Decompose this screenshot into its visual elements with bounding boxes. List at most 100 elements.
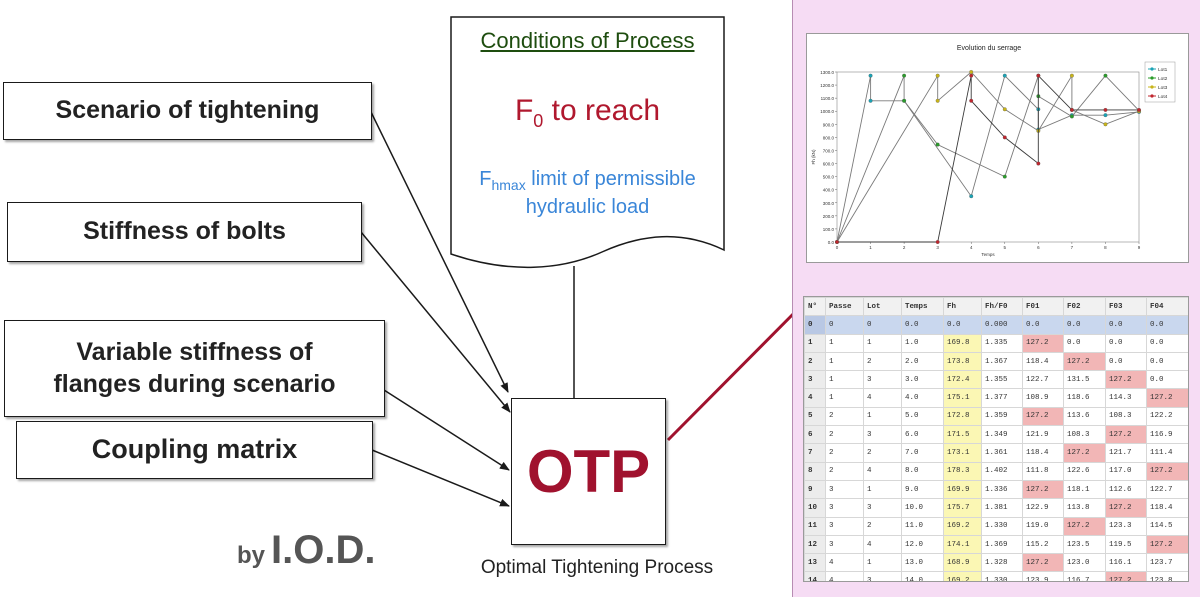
table-cell: 3.0 bbox=[901, 370, 944, 390]
table-header-cell: Fh/F0 bbox=[981, 297, 1023, 317]
table-cell: 123.5 bbox=[1063, 534, 1106, 555]
otp-box: OTP bbox=[511, 398, 666, 545]
table-header-cell: F01 bbox=[1022, 297, 1064, 317]
otp-caption: Optimal Tightening Process bbox=[480, 557, 714, 578]
table-cell: 122.7 bbox=[1022, 370, 1064, 390]
y-tick-label: 400.0 bbox=[823, 188, 835, 193]
table-cell: 111.4 bbox=[1146, 443, 1188, 463]
table-cell: 169.8 bbox=[943, 333, 982, 353]
table-cell: 122.6 bbox=[1063, 461, 1106, 481]
table-cell: 13.0 bbox=[901, 553, 944, 573]
table-cell: 123.3 bbox=[1105, 516, 1147, 536]
table-cell: 10.0 bbox=[901, 498, 944, 518]
table-cell: 127.2 bbox=[1063, 443, 1106, 463]
table-cell: 108.3 bbox=[1063, 425, 1106, 445]
table-cell: 108.9 bbox=[1022, 388, 1064, 408]
table-cell: 127.2 bbox=[1105, 571, 1147, 581]
table-cell: 2 bbox=[804, 351, 826, 372]
x-tick-label: 7 bbox=[1071, 245, 1074, 250]
table-cell: 123.8 bbox=[1146, 571, 1188, 581]
table-cell: 119.5 bbox=[1105, 534, 1147, 555]
y-tick-label: 700.0 bbox=[823, 148, 835, 153]
y-tick-label: 100.0 bbox=[823, 227, 835, 232]
table-cell: 178.3 bbox=[943, 461, 982, 481]
table-cell: 3 bbox=[863, 370, 902, 390]
table-cell: 114.5 bbox=[1146, 516, 1188, 536]
data-point-lot4 bbox=[969, 98, 974, 103]
data-point-lot4 bbox=[935, 240, 940, 244]
table-cell: 1.369 bbox=[981, 534, 1023, 555]
table-header-cell: F02 bbox=[1063, 297, 1106, 317]
arrow-coupling-to-otp bbox=[371, 449, 510, 507]
data-point-lot3 bbox=[969, 70, 974, 74]
table-cell: 0.0 bbox=[1146, 315, 1188, 335]
table-cell: 172.8 bbox=[943, 406, 982, 427]
table-cell: 131.5 bbox=[1063, 370, 1106, 390]
table-cell: 121.9 bbox=[1022, 425, 1064, 445]
stiffness-bolts-label: Stiffness of bolts bbox=[83, 217, 286, 246]
y-tick-label: 300.0 bbox=[823, 201, 835, 206]
table-cell: 2 bbox=[825, 443, 864, 463]
table-cell: 0.0 bbox=[1063, 333, 1106, 353]
table-cell: 127.2 bbox=[1022, 553, 1064, 573]
table-cell: 122.9 bbox=[1022, 498, 1064, 518]
table-cell: 175.7 bbox=[943, 498, 982, 518]
table-cell: 1.367 bbox=[981, 351, 1023, 372]
conditions-title: Conditions of Process bbox=[480, 28, 695, 53]
table-cell: 123.7 bbox=[1146, 553, 1188, 573]
legend-label: Lot1 bbox=[1158, 67, 1168, 73]
table-cell: 4 bbox=[825, 571, 864, 581]
x-tick-label: 3 bbox=[936, 245, 939, 250]
table-cell: 1.335 bbox=[981, 333, 1023, 353]
table-cell: 1.402 bbox=[981, 461, 1023, 481]
table-cell: 2 bbox=[825, 425, 864, 445]
table-cell: 127.2 bbox=[1105, 425, 1147, 445]
data-point-lot2 bbox=[902, 98, 907, 103]
data-point-lot1 bbox=[1103, 113, 1108, 118]
table-cell: 127.2 bbox=[1022, 406, 1064, 427]
table-cell: 0.0 bbox=[1063, 315, 1106, 335]
data-point-lot4 bbox=[1103, 107, 1108, 112]
table-cell: 115.2 bbox=[1022, 534, 1064, 555]
table-cell: 11 bbox=[804, 516, 826, 536]
table-cell: 5.0 bbox=[901, 406, 944, 427]
data-point-lot4 bbox=[1036, 161, 1041, 166]
table-cell: 9.0 bbox=[901, 479, 944, 500]
table-cell: 127.2 bbox=[1063, 351, 1106, 372]
table-header-cell: Passe bbox=[825, 297, 864, 317]
table-cell: 7.0 bbox=[901, 443, 944, 463]
data-point-lot3 bbox=[935, 98, 940, 103]
table-cell: 3 bbox=[863, 498, 902, 518]
table-cell: 127.2 bbox=[1022, 479, 1064, 500]
table-cell: 1 bbox=[804, 333, 826, 353]
table-cell: 3 bbox=[825, 479, 864, 500]
table-cell: 12 bbox=[804, 534, 826, 555]
table-cell: 118.6 bbox=[1063, 388, 1106, 408]
table-cell: 4 bbox=[863, 461, 902, 481]
y-tick-label: 800.0 bbox=[823, 135, 835, 140]
data-point-lot3 bbox=[935, 73, 940, 78]
table-cell: 4.0 bbox=[901, 388, 944, 408]
data-point-lot2 bbox=[1069, 114, 1074, 119]
data-point-lot2 bbox=[902, 73, 907, 78]
table-cell: 3 bbox=[863, 425, 902, 445]
table-cell: 0.0 bbox=[1105, 315, 1147, 335]
data-point-lot1 bbox=[969, 194, 974, 199]
table-cell: 1 bbox=[863, 553, 902, 573]
y-tick-label: 0.0 bbox=[828, 240, 835, 245]
x-tick-label: 6 bbox=[1037, 245, 1040, 250]
y-tick-label: 500.0 bbox=[823, 175, 835, 180]
variable-stiffness-flanges-box: Variable stiffness of flanges during sce… bbox=[4, 320, 385, 417]
data-point-lot4 bbox=[1069, 107, 1074, 112]
chart-title: Evolution du serrage bbox=[957, 45, 1021, 52]
table-cell: 2 bbox=[863, 516, 902, 536]
table-cell: 127.2 bbox=[1063, 516, 1106, 536]
table-cell: 169.2 bbox=[943, 516, 982, 536]
